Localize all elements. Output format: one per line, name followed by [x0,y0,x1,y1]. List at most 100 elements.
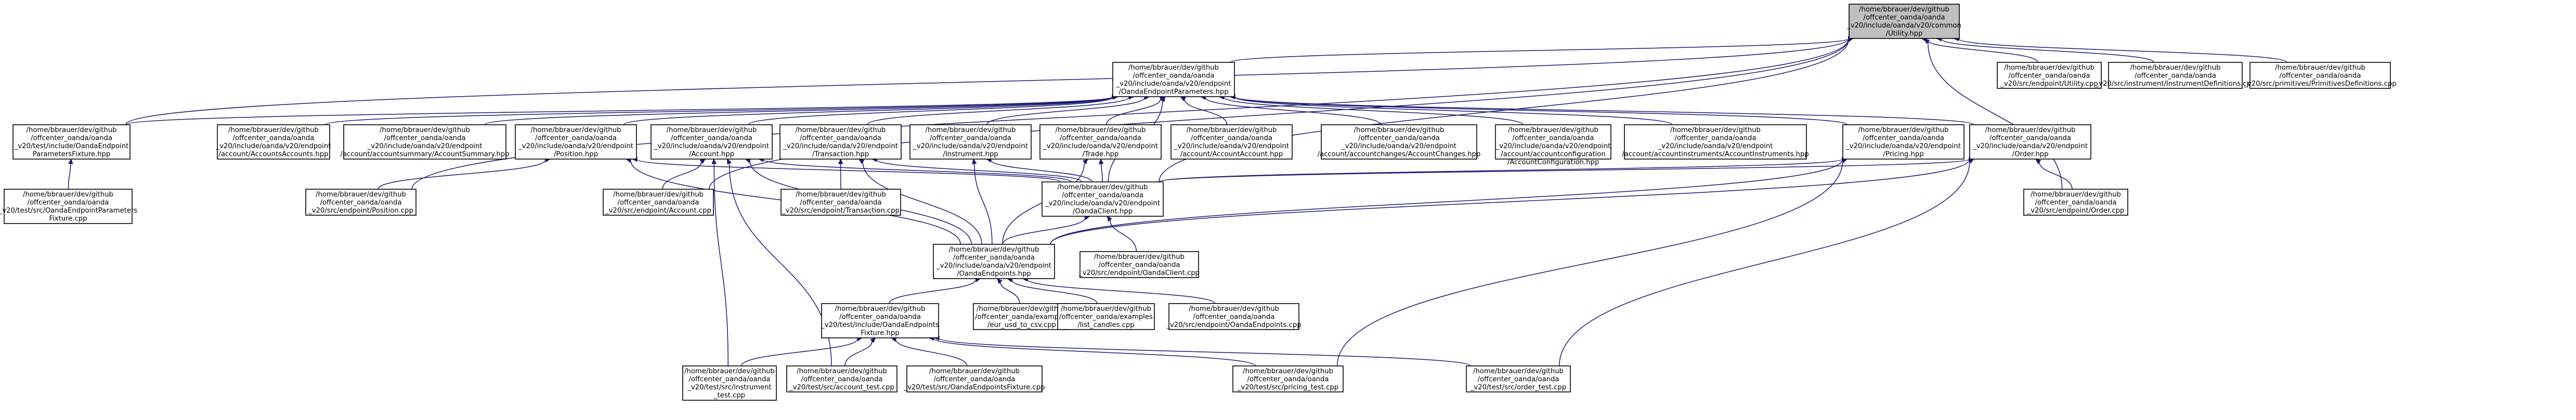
edge-37 [972,158,993,245]
file-node-primitives-defs-cpp[interactable]: /home/bbrauer/dev/github/offcenter_oanda… [2243,62,2397,89]
node-box [1042,181,1164,217]
dependency-edge [1184,99,1228,125]
file-node-endpoints-hpp[interactable]: /home/bbrauer/dev/github/offcenter_oanda… [933,244,1055,279]
node-box [1168,303,1299,330]
node-label: /home/bbrauer/dev/github/offcenter_oanda… [1116,64,1231,96]
dependency-edge [991,160,1092,182]
dependency-edge [866,97,1129,125]
dependency-edge [1234,96,1673,125]
node-label-line: /offcenter_oanda/oanda [233,135,315,142]
node-label-line: _v20/src/instrument/InstrumentDefinition… [2095,80,2256,88]
node-label-line: /home/bbrauer/dev/github [23,191,113,199]
node-label-line: /Instrument.hpp [943,151,998,159]
file-node-account-account-hpp[interactable]: /home/bbrauer/dev/github/offcenter_oanda… [1170,124,1293,160]
file-node-trade-hpp[interactable]: /home/bbrauer/dev/github/offcenter_oanda… [1039,124,1162,160]
file-node-position-hpp[interactable]: /home/bbrauer/dev/github/offcenter_oanda… [515,124,637,160]
node-label-line: Fixture.hpp [861,330,899,337]
node-label-line: _v20/include/oanda/v20/endpoint [216,142,331,150]
node-box [933,244,1055,279]
edge-1 [1921,37,2038,63]
node-label-line: /offcenter_oanda/oanda [934,376,1016,384]
node-label: /home/bbrauer/dev/github/offcenter_oanda… [2243,64,2396,88]
file-node-params-hpp[interactable]: /home/bbrauer/dev/github/offcenter_oanda… [1112,62,1235,97]
node-label: /home/bbrauer/dev/github/offcenter_oanda… [904,368,1045,391]
node-label-line: /offcenter_oanda/oanda [618,199,699,207]
node-label-line: /OandaEndpointParameters.hpp [1118,88,1228,96]
node-label-line: /home/bbrauer/dev/github [2031,191,2121,199]
node-label-line: /home/bbrauer/dev/github [929,368,1020,375]
node-label-line: /Pricing.hpp [1883,151,1923,159]
dependency-edge [1100,163,1103,182]
file-node-account-hpp[interactable]: /home/bbrauer/dev/github/offcenter_oanda… [650,124,773,160]
node-label: /home/bbrauer/dev/github/offcenter_oanda… [913,126,1028,159]
file-node-endpoints-fixture-cpp[interactable]: /home/bbrauer/dev/github/offcenter_oanda… [904,365,1045,392]
file-node-acct-instruments-hpp[interactable]: /home/bbrauer/dev/github/offcenter_oanda… [1622,124,1809,160]
file-node-common-utility[interactable]: /home/bbrauer/dev/github/offcenter_oanda… [1846,4,1961,39]
node-label-line: /offcenter_oanda/oanda [1062,192,1143,200]
node-label-line: _v20/include/oanda/v20/endpoint [1116,80,1231,88]
node-box [4,189,133,224]
file-node-order-hpp[interactable]: /home/bbrauer/dev/github/offcenter_oanda… [1969,124,2091,160]
file-node-order-test-cpp[interactable]: /home/bbrauer/dev/github/offcenter_oanda… [1466,365,1571,392]
node-label-line: /home/bbrauer/dev/github [1354,126,1445,134]
node-label-line: /offcenter_oanda/oanda [1989,135,2071,142]
node-label-line: /Transaction.hpp [812,151,869,159]
node-label-line: _v20/include/oanda/v20/endpoint [1845,142,1961,150]
node-label-line: /Trade.hpp [1083,151,1119,159]
file-node-list-candles-cpp[interactable]: /home/bbrauer/dev/github/offcenter_oanda… [1057,303,1155,330]
dependency-edge [125,96,1113,125]
node-label-line: _v20/include/oanda/v20/endpoint [1174,142,1289,150]
node-label-line: _v20/src/primitives/PrimitivesDefinition… [2243,80,2396,88]
edge-10 [325,94,1118,125]
file-node-transaction-cpp[interactable]: /home/bbrauer/dev/github/offcenter_oanda… [780,189,901,216]
file-node-order-cpp[interactable]: /home/bbrauer/dev/github/offcenter_oanda… [2023,189,2128,216]
node-label-line: /home/bbrauer/dev/github [977,305,1067,313]
arrowhead [1924,38,1930,44]
dependency-edge [1958,38,2287,63]
file-node-configuration-hpp[interactable]: /home/bbrauer/dev/github/offcenter_oanda… [1495,124,1611,166]
node-label: /home/bbrauer/dev/github/offcenter_oanda… [2027,191,2125,215]
node-label-line: _v20/src/endpoint/OandaClient.cpp [1078,269,1200,277]
file-node-summary-hpp[interactable]: /home/bbrauer/dev/github/offcenter_oanda… [340,124,510,160]
node-label-line: /home/bbrauer/dev/github [835,305,926,313]
node-label-line: Fixture.cpp [49,215,87,223]
dependency-edge [1336,161,1843,366]
file-node-utility-cpp[interactable]: /home/bbrauer/dev/github/offcenter_oanda… [1997,62,2102,89]
file-node-pricing-hpp[interactable]: /home/bbrauer/dev/github/offcenter_oanda… [1842,124,1964,160]
file-node-eur-usd-cpp[interactable]: /home/bbrauer/dev/github/offcenter_oanda… [973,303,1071,330]
file-node-param-fixture-cpp[interactable]: /home/bbrauer/dev/github/offcenter_oanda… [0,189,137,224]
node-label-line: /home/bbrauer/dev/github [1670,126,1761,134]
file-node-endpoints-fixture-hpp[interactable]: /home/bbrauer/dev/github/offcenter_oanda… [821,303,939,338]
file-node-transaction-hpp[interactable]: /home/bbrauer/dev/github/offcenter_oanda… [779,124,902,160]
edge-3 [1953,36,2287,63]
edge-31 [711,158,728,366]
file-node-accounts-hpp[interactable]: /home/bbrauer/dev/github/offcenter_oanda… [216,124,331,160]
file-node-instrument-defs-cpp[interactable]: /home/bbrauer/dev/github/offcenter_oanda… [2095,62,2256,89]
node-label-line: /home/bbrauer/dev/github [1058,183,1148,191]
file-node-endpoints-cpp[interactable]: /home/bbrauer/dev/github/offcenter_oanda… [1166,303,1302,330]
file-node-changes-hpp[interactable]: /home/bbrauer/dev/github/offcenter_oanda… [1318,124,1481,160]
file-node-position-cpp[interactable]: /home/bbrauer/dev/github/offcenter_oanda… [305,189,417,216]
node-label-line: /offcenter_oanda/oanda [1099,261,1180,269]
node-label: /home/bbrauer/dev/github/offcenter_oanda… [518,126,633,159]
dependency-edge [1159,159,1843,182]
file-node-account-cpp[interactable]: /home/bbrauer/dev/github/offcenter_oanda… [603,189,714,216]
node-label: /home/bbrauer/dev/github/offcenter_oanda… [1845,126,1961,159]
node-label-line: /home/bbrauer/dev/github [531,126,621,134]
edge-48 [1002,215,1090,245]
node-label: /home/bbrauer/dev/github/offcenter_oanda… [1059,305,1153,329]
node-label-line: _v20/src/endpoint/Utility.cpp [2000,80,2098,88]
file-node-param-fixture-hpp[interactable]: /home/bbrauer/dev/github/offcenter_oanda… [12,124,131,160]
file-node-client-cpp[interactable]: /home/bbrauer/dev/github/offcenter_oanda… [1078,251,1200,278]
node-box [1624,124,1807,160]
file-node-instrument-hpp[interactable]: /home/bbrauer/dev/github/offcenter_oanda… [909,124,1032,160]
node-label-line: /OandaClient.hpp [1073,208,1133,216]
file-node-instrument-test-cpp[interactable]: /home/bbrauer/dev/github/offcenter_oanda… [682,365,777,401]
file-node-account-test-cpp[interactable]: /home/bbrauer/dev/github/offcenter_oanda… [786,365,897,392]
file-node-pricing-test-cpp[interactable]: /home/bbrauer/dev/github/offcenter_oanda… [1232,365,1344,392]
file-node-client-hpp[interactable]: /home/bbrauer/dev/github/offcenter_oanda… [1042,181,1164,217]
node-box [1232,365,1344,392]
dependency-edge [1050,159,1843,245]
edge-24 [68,158,73,190]
node-box [821,303,939,338]
